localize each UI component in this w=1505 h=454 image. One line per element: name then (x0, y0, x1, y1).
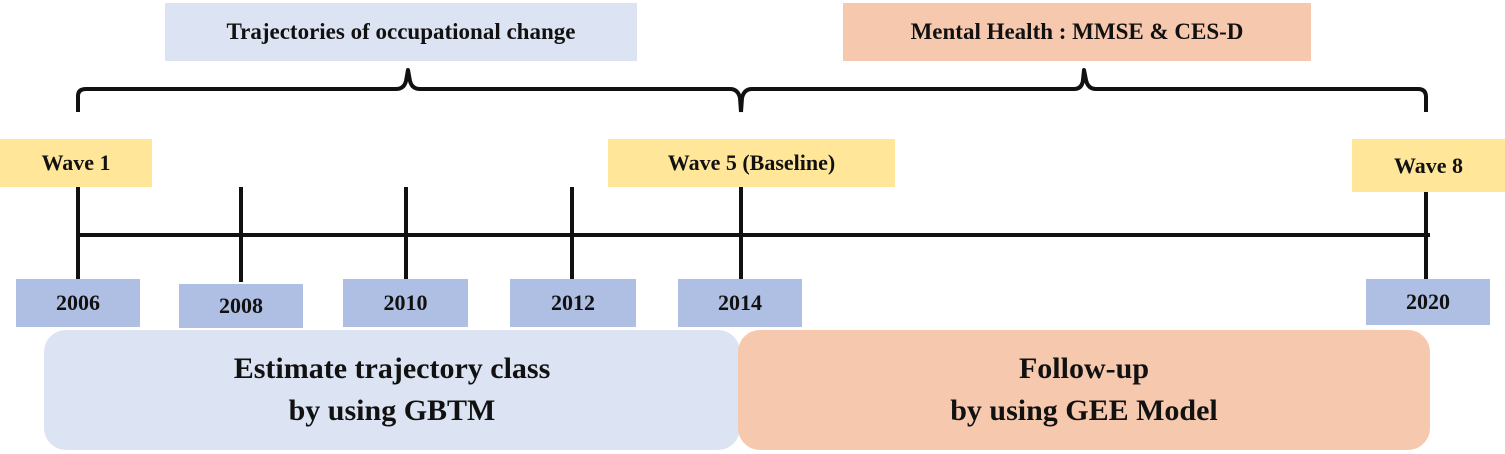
gee-line-1: Follow-up (1018, 352, 1150, 385)
wave-5-baseline-label: Wave 5 (Baseline) (608, 139, 895, 187)
year-2010: 2010 (343, 279, 468, 327)
year-2012: 2012 (510, 279, 636, 327)
year-2006: 2006 (16, 279, 140, 327)
left-brace (76, 68, 743, 113)
wave-8-label: Wave 8 (1352, 139, 1505, 192)
gee-followup-box: Follow-up by using GEE Model (738, 330, 1430, 450)
year-2008: 2008 (179, 284, 303, 328)
gee-line-2: by using GEE Model (950, 394, 1218, 427)
gbtm-line-2: by using GBTM (288, 394, 496, 427)
year-2014: 2014 (678, 279, 802, 327)
wave-1-label: Wave 1 (0, 139, 152, 187)
right-brace (739, 68, 1428, 113)
year-2020: 2020 (1366, 279, 1490, 325)
gbtm-line-1: Estimate trajectory class (233, 352, 551, 385)
trajectories-label: Trajectories of occupational change (165, 3, 637, 61)
mental-health-label: Mental Health : MMSE & CES-D (843, 3, 1311, 61)
gbtm-estimation-box: Estimate trajectory class by using GBTM (44, 330, 740, 450)
